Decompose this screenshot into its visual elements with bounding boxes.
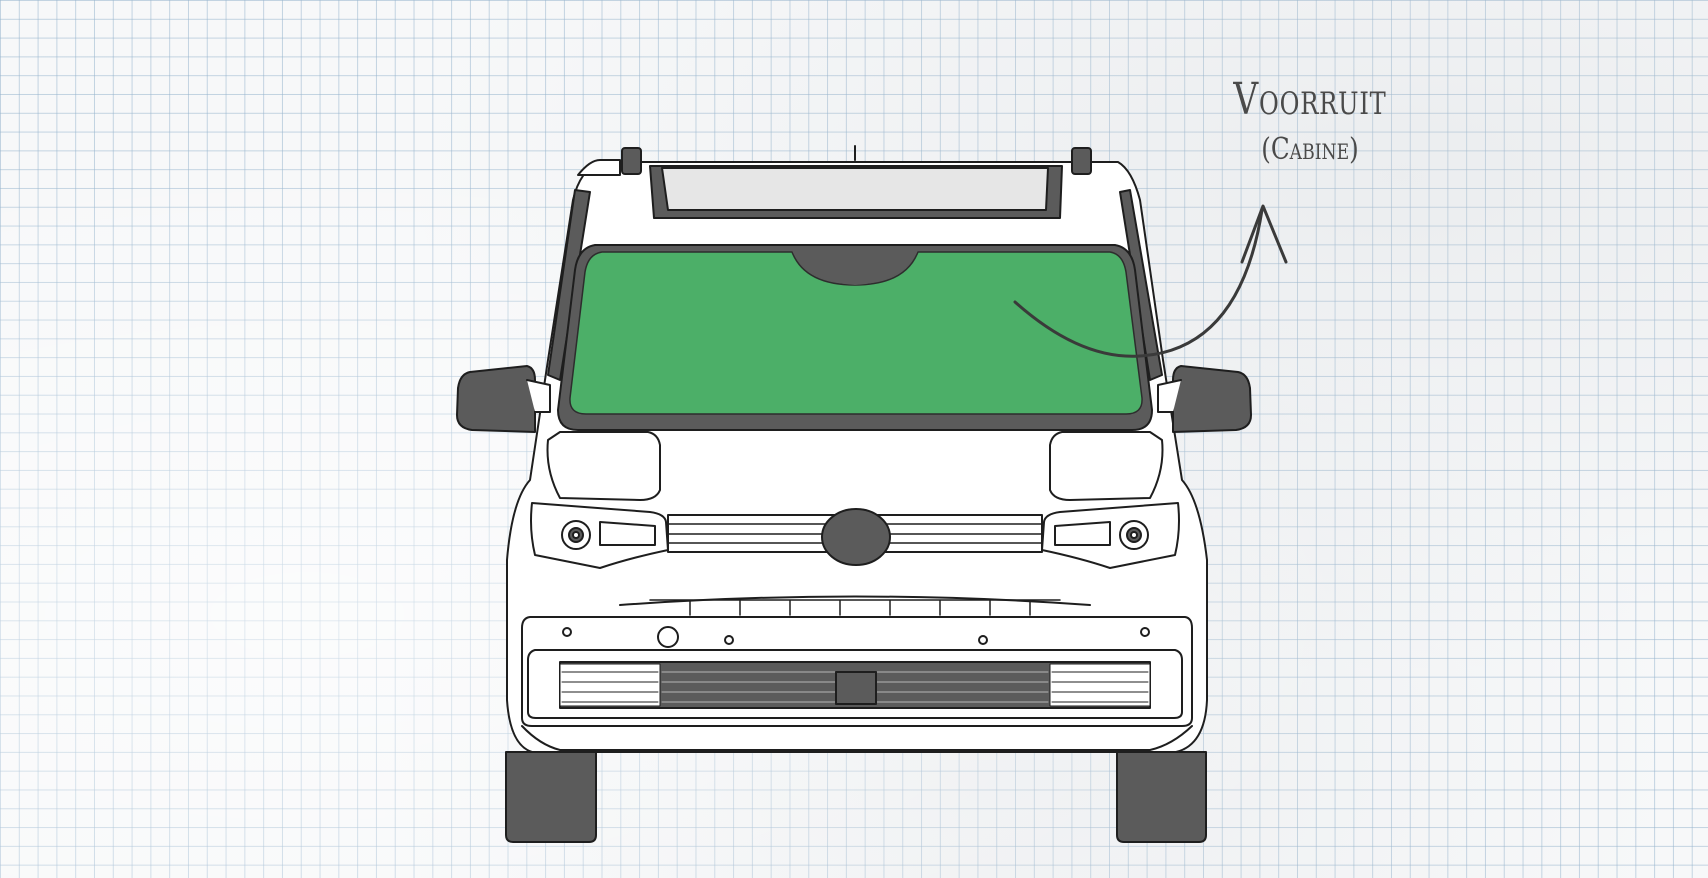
windshield-highlight: [569, 251, 1143, 415]
part-name-label: Voorruit: [1233, 74, 1387, 125]
roof-rail-left: [577, 159, 621, 176]
left-tire: [505, 751, 597, 843]
roof-rail-end-left: [621, 147, 642, 175]
right-mirror-arm: [1157, 379, 1182, 413]
right-side-mirror: [1172, 365, 1252, 433]
honeycomb-pattern: [559, 663, 1151, 707]
mirror-mount: [792, 250, 918, 285]
lower-valance: [521, 725, 1193, 751]
parking-sensor: [978, 635, 988, 645]
front-sensor-box: [835, 671, 877, 705]
parking-sensor: [562, 627, 572, 637]
left-a-pillar: [547, 189, 591, 381]
part-location-label: (Cabine): [1261, 132, 1359, 167]
parking-sensor: [1140, 627, 1150, 637]
brand-emblem: [821, 508, 891, 566]
arrow-head-icon: [1240, 204, 1288, 264]
roof-window-glass: [661, 167, 1049, 211]
right-a-pillar: [1119, 189, 1163, 381]
left-headlight-lamps: [561, 520, 656, 550]
right-tire: [1116, 751, 1207, 843]
bumper-vent-slats: [649, 599, 1061, 616]
parking-sensor: [724, 635, 734, 645]
roof-rail-end-right: [1071, 147, 1092, 175]
bonnet-crease-left: [546, 431, 661, 501]
bonnet-crease-right: [1049, 431, 1164, 501]
annotation-arrow: [1013, 208, 1264, 358]
left-mirror-arm: [526, 379, 551, 413]
right-headlight-lamps: [1054, 520, 1149, 550]
bumper-crease: [619, 595, 1091, 606]
left-side-mirror: [456, 365, 536, 433]
tow-eye-cover: [657, 626, 679, 648]
